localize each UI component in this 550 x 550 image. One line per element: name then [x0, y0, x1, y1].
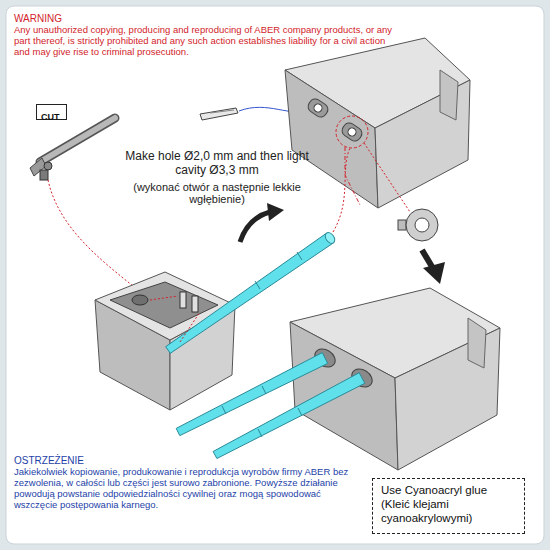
detail-callout: [364, 143, 410, 212]
turret-top-view: [306, 97, 330, 120]
turret-base-open: [180, 292, 186, 308]
box-text: Use Cyanoacryl glue (Kleić klejami cyano…: [381, 484, 513, 525]
gun-barrel: [323, 231, 336, 245]
turret-top-view: [285, 38, 470, 208]
gun-barrel: [333, 148, 350, 232]
turret-base-open: [192, 296, 198, 312]
sheet-background: [6, 6, 544, 544]
gun-barrel: [255, 281, 260, 289]
turret-assembled: [213, 373, 365, 459]
warning-text: Any unauthorized copying, producing and …: [14, 25, 399, 58]
turret-base-open: [95, 272, 235, 340]
cutter-tool: [40, 118, 115, 162]
turret-base-open: [132, 295, 148, 305]
turret-top-view: [312, 102, 323, 113]
warning-heading: WARNING: [14, 13, 174, 25]
cut-leader: [48, 180, 150, 300]
detail-callout: [336, 116, 368, 148]
cut-leader: [48, 180, 150, 300]
detail-callout: [336, 116, 410, 212]
turret-base-open: [95, 272, 235, 410]
sheet-background: [6, 6, 544, 544]
step-arrow: [423, 262, 445, 284]
step-arrow: [267, 203, 284, 221]
cut-tag: CUT: [36, 104, 67, 120]
turret-assembled: [176, 288, 500, 470]
instruction-note: Make hole Ø2,0 mm and then light cavity …: [122, 150, 312, 178]
ring-detail: [415, 218, 429, 232]
cutter-tool: [44, 162, 52, 170]
turret-assembled: [290, 322, 398, 470]
box-text: CUT: [41, 112, 60, 123]
turret-top-view: [340, 121, 364, 144]
gun-barrel: [180, 312, 200, 342]
cutter-tool: [40, 170, 48, 180]
instruction-note: (wykonać otwór a następnie lekkie wgłębi…: [122, 181, 312, 206]
warning-text: Jakiekolwiek kopiowanie, produkowanie i …: [14, 467, 366, 511]
cutter-tool: [40, 118, 115, 162]
step-arrow: [240, 203, 284, 242]
turret-top-view: [306, 97, 330, 120]
drill-bit: [200, 108, 238, 120]
turret-top-view: [340, 121, 364, 144]
turret-assembled: [176, 353, 328, 436]
detail-callout: [345, 147, 360, 205]
cutter-tool: [30, 118, 115, 180]
turret-assembled: [298, 408, 302, 416]
turret-assembled: [222, 406, 226, 414]
step-arrow: [422, 250, 445, 284]
turret-top-view: [440, 70, 458, 120]
ring-detail: [398, 209, 438, 241]
turret-top-view: [346, 126, 357, 137]
note-box: Use Cyanoacryl glue (Kleić klejami cyano…: [372, 478, 525, 534]
turret-assembled: [468, 318, 486, 368]
turret-base-open: [150, 296, 178, 300]
turret-assembled: [258, 429, 262, 437]
turret-assembled: [262, 386, 266, 394]
drill-bit: [210, 110, 234, 113]
gun-barrel: [297, 252, 302, 260]
step-arrow: [240, 212, 270, 242]
ring-detail: [398, 220, 406, 230]
ring-detail: [406, 209, 438, 241]
warning-heading: OSTRZEŻENIE: [14, 455, 214, 467]
